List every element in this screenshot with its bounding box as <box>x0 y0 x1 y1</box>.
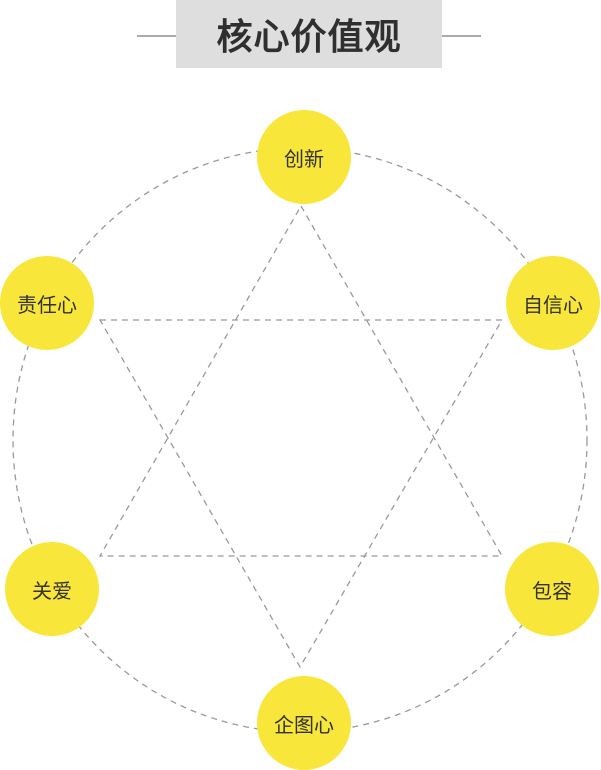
title-divider-right <box>423 35 481 37</box>
diagram-title: 核心价值观 <box>176 0 442 68</box>
triangle-down <box>98 319 504 669</box>
title-divider-left <box>137 35 194 37</box>
value-node-ambition[interactable]: 企图心 <box>257 676 351 770</box>
value-node-label: 包容 <box>532 578 572 603</box>
value-node-label: 关爱 <box>32 578 72 603</box>
value-node-label: 企图心 <box>274 712 334 737</box>
value-node-label: 自信心 <box>523 292 583 317</box>
value-node-label: 责任心 <box>17 292 77 317</box>
value-node-self-confidence[interactable]: 自信心 <box>506 256 600 350</box>
value-node-responsibility[interactable]: 责任心 <box>0 256 94 350</box>
triangle-up <box>98 204 504 557</box>
value-node-tolerance[interactable]: 包容 <box>505 542 599 636</box>
value-node-innovation[interactable]: 创新 <box>257 110 351 204</box>
outer-dashed-circle <box>12 147 588 733</box>
value-node-care[interactable]: 关爱 <box>5 542 99 636</box>
value-node-label: 创新 <box>284 146 324 171</box>
